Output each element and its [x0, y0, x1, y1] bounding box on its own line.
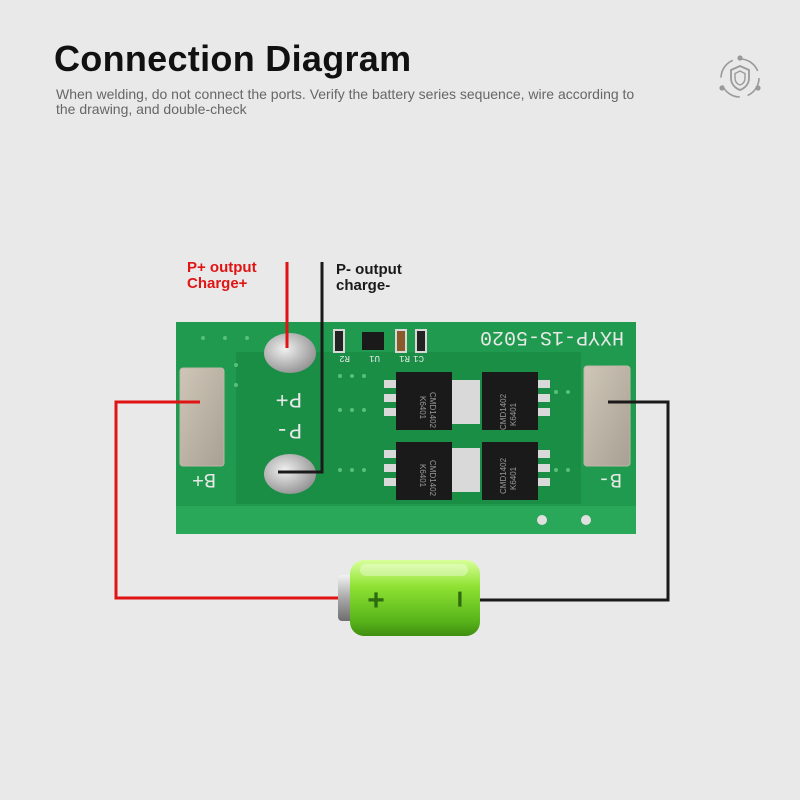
resistor-r2: [333, 329, 345, 353]
mosfet-code-text: CMD1402: [499, 457, 508, 494]
pcb-vias: [201, 336, 570, 472]
p-minus-output-text: P- output: [336, 261, 402, 278]
b-plus-silkscreen: B+: [192, 467, 216, 490]
wire-b-minus: [470, 400, 670, 602]
board-model-text: HXYP-1S-5020: [480, 325, 624, 348]
p-plus-output-text: P+ output: [187, 259, 257, 276]
battery-plus-sign: +: [367, 584, 385, 617]
mosfet-lot-text: K6401: [418, 396, 427, 420]
shield-network-icon: [719, 55, 761, 98]
mosfet-lot-text: K6401: [509, 466, 518, 490]
ref-r2-silkscreen: R2: [339, 353, 350, 363]
ref-u1-silkscreen: U1: [369, 353, 380, 363]
ic-u1: [362, 332, 384, 350]
page-subtitle: When welding, do not connect the ports. …: [56, 86, 635, 117]
p-plus-silkscreen: P+: [276, 386, 302, 411]
p-plus-charge-text: Charge+: [187, 275, 248, 292]
p-plus-solder-pad: [264, 333, 316, 373]
mosfet-code-text: CMD1402: [499, 393, 508, 430]
pcb-mount-hole: [581, 515, 591, 525]
capacitor-c1: [395, 329, 407, 353]
page-title: Connection Diagram: [54, 38, 412, 79]
pcb-mount-hole: [537, 515, 547, 525]
ref-c1-silkscreen: C1: [413, 353, 424, 363]
wire-b-plus: [114, 400, 352, 600]
mosfet-code-text: CMD1402: [428, 392, 437, 429]
mosfet-bottom-left: [384, 442, 466, 500]
mosfet-top-left: [384, 372, 466, 430]
battery: [338, 560, 480, 636]
mosfet-top-right: [466, 372, 550, 430]
b-minus-silkscreen: B-: [598, 467, 622, 490]
mosfet-lot-text: K6401: [418, 464, 427, 488]
pcb-lower-strip: [176, 506, 636, 534]
b-plus-pad: [179, 367, 225, 467]
ref-r1-silkscreen: R1: [399, 353, 410, 363]
mosfet-code-text: CMD1402: [428, 460, 437, 497]
resistor-r1: [415, 329, 427, 353]
p-minus-label: P- output charge-: [336, 262, 402, 294]
mosfet-lot-text: K6401: [509, 402, 518, 426]
wire-p-minus: [278, 262, 324, 474]
battery-minus-sign: −: [443, 590, 476, 608]
b-minus-pad: [583, 365, 631, 467]
p-plus-label: P+ output Charge+: [187, 260, 257, 292]
p-minus-charge-text: charge-: [336, 277, 391, 294]
mosfet-bottom-right: [466, 442, 550, 500]
p-minus-solder-pad: [264, 454, 316, 494]
p-minus-silkscreen: P-: [276, 417, 302, 442]
